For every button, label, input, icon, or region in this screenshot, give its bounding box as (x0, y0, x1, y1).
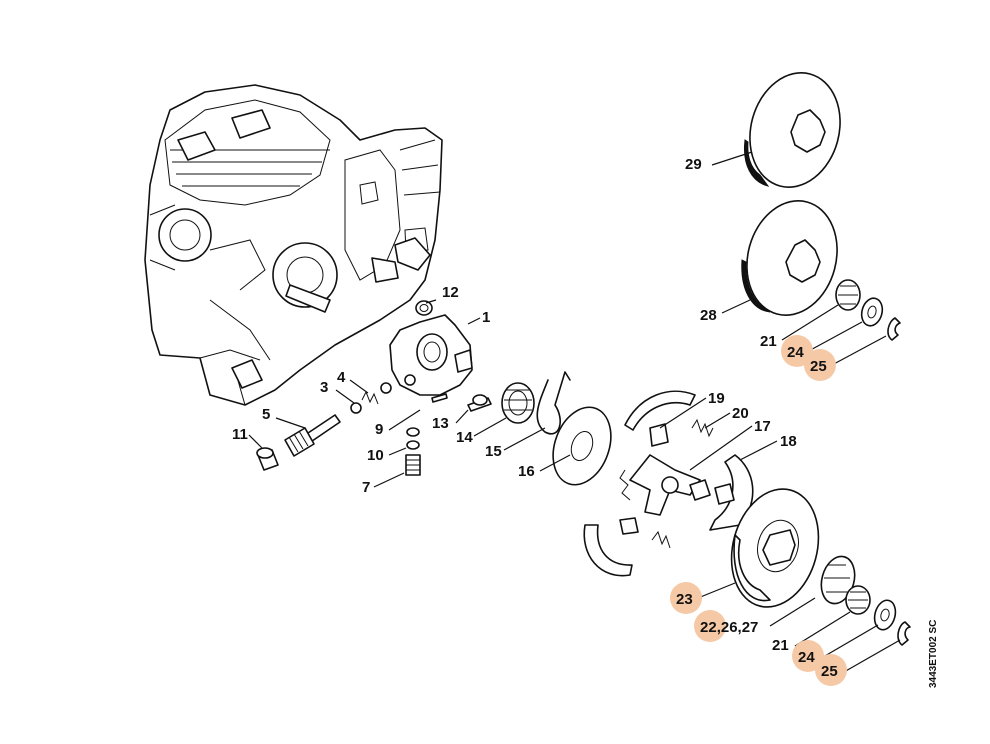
label-1[interactable]: 1 (482, 309, 490, 326)
label-13[interactable]: 13 (432, 415, 449, 432)
label-3[interactable]: 3 (320, 379, 328, 396)
part-9-10-7 (405, 393, 448, 476)
part-13-screw (467, 394, 492, 412)
highlight-22 (694, 610, 726, 642)
part-23-clutch-drum (730, 488, 820, 608)
label-25-upper[interactable]: 25 (810, 358, 827, 375)
part-17-clutch-center (619, 454, 711, 516)
upper-bearing-washer-clip (835, 279, 901, 341)
highlight-circles (670, 335, 847, 686)
label-17[interactable]: 17 (754, 418, 771, 435)
label-18[interactable]: 18 (780, 433, 797, 450)
part-19-clutch-shoe (624, 390, 696, 447)
label-5[interactable]: 5 (262, 406, 270, 423)
part-28-clutch-drum (741, 200, 838, 316)
part-20-spring (691, 418, 714, 438)
label-19[interactable]: 19 (708, 390, 725, 407)
part-12-cap (415, 300, 433, 316)
part-3-4-spring (350, 382, 392, 414)
highlight-25b (815, 654, 847, 686)
part-15-spring-clip (536, 371, 571, 435)
label-23[interactable]: 23 (676, 591, 693, 608)
part-22-rim-sprocket (820, 555, 856, 605)
part-5-worm-shaft (284, 414, 341, 457)
part-29-clutch-drum (743, 72, 841, 188)
label-22-num: 22 (700, 619, 717, 636)
label-25-lower[interactable]: 25 (821, 663, 838, 680)
part-14-gear (501, 382, 535, 424)
lower-bearing-washer-clip (845, 585, 911, 646)
highlight-24a (781, 335, 813, 367)
label-24-lower[interactable]: 24 (798, 649, 815, 666)
label-15[interactable]: 15 (485, 443, 502, 460)
label-22-rest: ,26,27 (717, 619, 759, 636)
drawing-code: 3443ET002 SC (928, 620, 939, 688)
label-29[interactable]: 29 (685, 156, 702, 173)
engine-housing (144, 84, 443, 406)
label-24-upper[interactable]: 24 (787, 344, 804, 361)
label-11[interactable]: 11 (232, 426, 248, 443)
lower-clutch-shoe (583, 517, 671, 577)
label-7[interactable]: 7 (362, 479, 370, 496)
label-21-lower[interactable]: 21 (772, 637, 789, 654)
label-28[interactable]: 28 (700, 307, 717, 324)
label-10[interactable]: 10 (367, 447, 384, 464)
label-9[interactable]: 9 (375, 421, 383, 438)
part-18-clutch-shoe (709, 454, 754, 531)
part-16-disc (552, 406, 612, 486)
label-12[interactable]: 12 (442, 284, 459, 301)
label-16[interactable]: 16 (518, 463, 535, 480)
highlight-24b (792, 640, 824, 672)
label-22[interactable]: 22,26,27 (700, 619, 758, 636)
part-labels: 12 1 3 4 5 11 9 10 7 13 14 15 16 19 20 1… (232, 156, 838, 680)
oil-pump-body (389, 314, 473, 396)
part-11-bushing (256, 447, 279, 471)
highlight-25a (804, 349, 836, 381)
leader-lines (248, 151, 901, 673)
label-14[interactable]: 14 (456, 429, 473, 446)
label-20[interactable]: 20 (732, 405, 749, 422)
highlight-23 (670, 582, 702, 614)
label-4[interactable]: 4 (337, 369, 346, 386)
label-21-upper[interactable]: 21 (760, 333, 777, 350)
